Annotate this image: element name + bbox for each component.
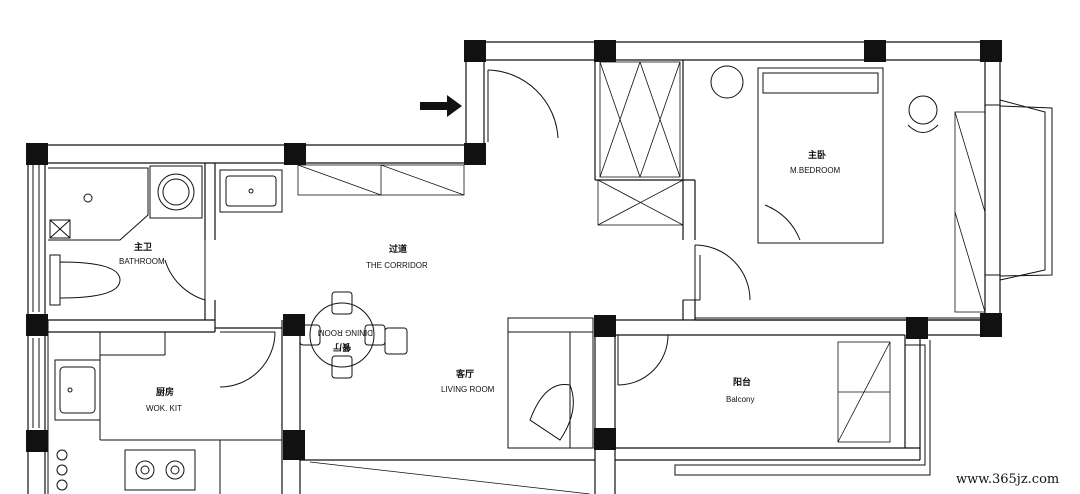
corridor-label-cn: 过道 <box>389 243 407 255</box>
kitchen-sink-icon <box>54 359 101 421</box>
corridor-label-en: THE CORRIDOR <box>366 261 428 270</box>
doors <box>164 69 751 388</box>
bedroom-partition <box>683 255 985 319</box>
dining-label-en: DINING ROOM <box>318 328 373 337</box>
round-stool-icon <box>710 65 744 99</box>
toilet-icon <box>49 254 121 306</box>
bay-window <box>985 99 1053 281</box>
bathroom-label-cn: 主卫 <box>134 241 152 253</box>
kitchen-label-en: WOK. KIT <box>146 404 182 413</box>
left-windows <box>32 165 40 428</box>
washing-machine-icon <box>149 165 203 219</box>
walls <box>27 41 1001 494</box>
stove-icon <box>124 449 196 491</box>
living-label-en: LIVING ROOM <box>441 385 495 394</box>
sofa-icon <box>507 317 594 449</box>
dining-table-icon <box>299 291 408 379</box>
kitchen-knobs-icon <box>47 320 282 494</box>
bed-icon <box>757 67 884 244</box>
entrance-arrow-icon <box>420 95 462 117</box>
living-label-cn: 客厅 <box>455 368 474 380</box>
kitchen-label-cn: 厨房 <box>156 386 174 398</box>
bathroom-label-en: BATHROOM <box>119 257 165 266</box>
balcony-label-cn: 阳台 <box>733 376 751 388</box>
dining-label-cn: 餐厅 <box>333 341 352 353</box>
wardrobes <box>297 61 986 494</box>
watermark-text: www.365jz.com <box>956 472 1059 487</box>
chair-icon <box>907 95 939 133</box>
sink-icon <box>219 169 283 213</box>
bedroom-label-en: M.BEDROOM <box>790 166 841 175</box>
shower-icon <box>48 167 149 241</box>
bedroom-label-cn: 主卧 <box>808 149 826 161</box>
structural-columns <box>26 40 1002 460</box>
balcony-railing <box>674 340 931 476</box>
balcony-label-en: Balcony <box>726 395 754 404</box>
